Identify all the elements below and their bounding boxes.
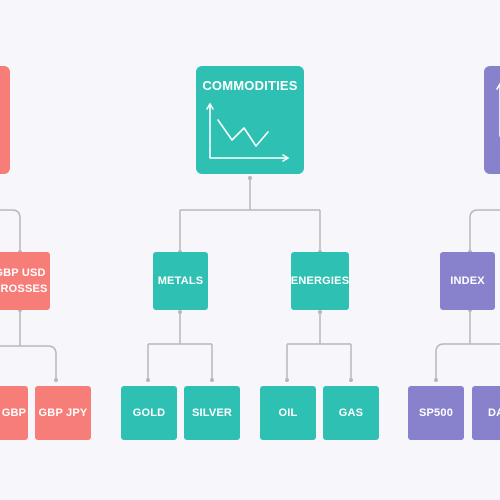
gas-leaf: GAS <box>323 386 379 440</box>
da-leaf: DA <box>472 386 500 440</box>
connector-left-leaves <box>0 345 57 382</box>
silver-leaf: SILVER <box>184 386 240 440</box>
oil-leaf: OIL <box>260 386 316 440</box>
forex-root-node <box>0 66 10 174</box>
commodities-title: COMMODITIES <box>202 78 298 93</box>
energies-node: ENERGIES <box>291 252 349 310</box>
sp500-leaf: SP500 <box>408 386 464 440</box>
line-chart-icon <box>206 103 289 162</box>
connector-left-root <box>0 209 21 250</box>
index-node: INDEX <box>440 252 495 310</box>
metals-node: METALS <box>153 252 208 310</box>
index-root-node <box>484 66 500 174</box>
chart-axis-icon <box>496 82 500 137</box>
gbp-jpy-leaf: GBP JPY <box>35 386 91 440</box>
gbp-usd-crosses-node: GBP USD CROSSES <box>0 252 50 310</box>
gbp-leaf: GBP <box>0 386 28 440</box>
commodities-root-node: COMMODITIES <box>196 66 304 174</box>
gold-leaf: GOLD <box>121 386 177 440</box>
connector-right-root <box>469 209 500 250</box>
